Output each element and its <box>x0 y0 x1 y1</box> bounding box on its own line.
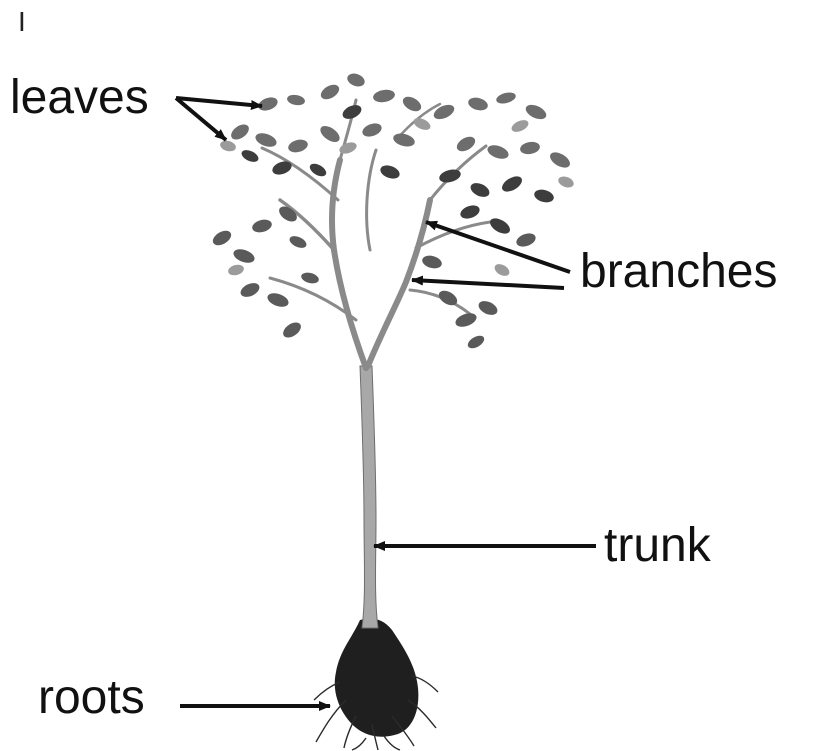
leaves-arrows <box>174 96 263 142</box>
label-trunk: trunk <box>604 519 711 572</box>
label-branches: branches <box>580 245 778 298</box>
trunk-illustration <box>359 365 379 629</box>
leaves-arrow-lower <box>174 96 228 142</box>
label-leaves: leaves <box>10 71 149 124</box>
label-roots: roots <box>38 671 145 724</box>
branches-arrow-upper <box>425 220 571 274</box>
branches-arrows <box>411 220 571 290</box>
corner-mark: I <box>18 6 26 37</box>
leaves-illustration <box>212 73 574 349</box>
roots-illustration <box>313 618 439 751</box>
branches-arrow-lower <box>411 275 565 290</box>
leaves-arrow-upper <box>175 96 263 110</box>
